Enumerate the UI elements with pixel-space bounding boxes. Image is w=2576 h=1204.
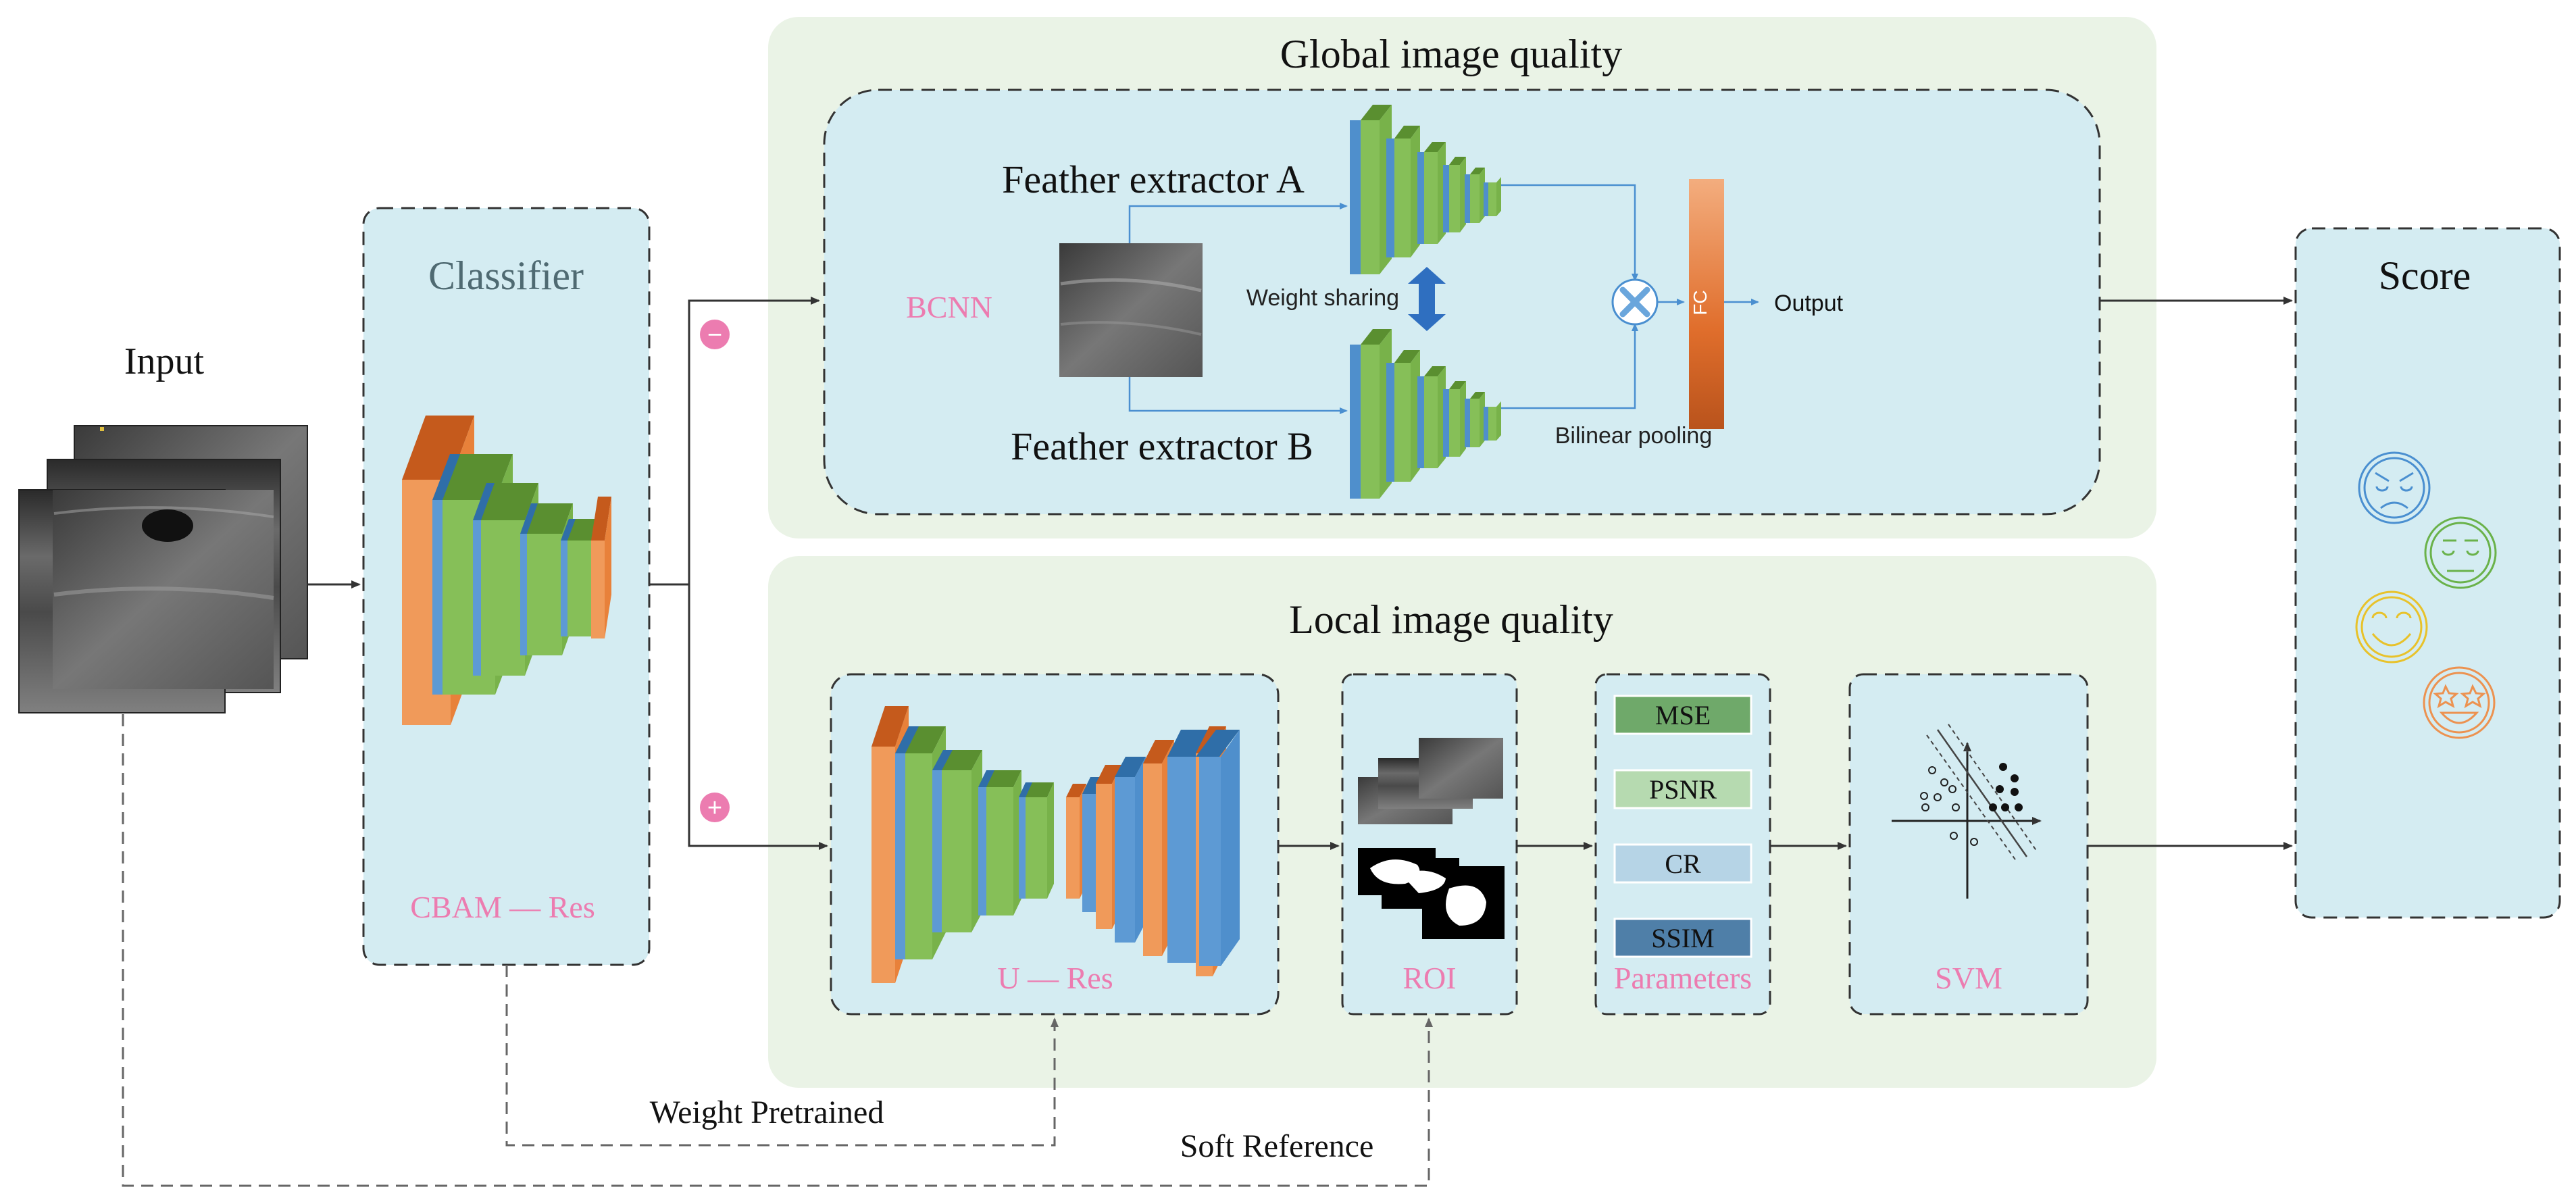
output-label: Output [1774,291,1844,316]
star-eyes-face-icon [2423,666,2496,739]
svm-box [1848,673,2089,1015]
parameters-label: Parameters [1614,961,1752,995]
param-cr-box [1613,843,1752,884]
unet-label: U — Res [997,961,1113,995]
param-cr-label: CR [1665,849,1701,879]
feature-extractor-b-label: Feather extractor B [1011,424,1313,468]
bilinear-multiply-icon [1611,278,1659,326]
roi-images [1358,738,1505,939]
param-mse-box [1613,695,1752,735]
svm-plot [1892,724,2042,899]
dashed-references [122,714,1433,1187]
param-psnr-label: PSNR [1649,774,1717,805]
classifier-model-label: CBAM — Res [410,890,595,924]
classifier-title: Classifier [428,253,584,298]
unet-network [872,706,1240,983]
fc-label: FC [1690,290,1711,315]
bcnn-connectors [1128,184,1759,414]
input-image-stack [18,425,308,713]
roi-label: ROI [1403,961,1456,995]
param-psnr-box [1613,769,1752,809]
bcnn-input-image [1059,243,1203,377]
bilinear-pooling-label: Bilinear pooling [1555,423,1713,449]
negative-branch-sign: − [707,321,722,349]
classifier-network [402,416,611,725]
smile-face-icon [2355,591,2428,663]
param-mse-label: MSE [1655,700,1711,730]
soft-reference-label: Soft Reference [1180,1128,1374,1164]
weight-sharing-label: Weight sharing [1246,285,1399,311]
param-ssim-label: SSIM [1651,923,1714,953]
weight-pretrained-label: Weight Pretrained [650,1095,884,1130]
param-ssim-box [1613,918,1752,958]
feature-extractor-a-label: Feather extractor A [1002,157,1305,201]
weight-sharing-arrow-icon [1408,267,1446,331]
bcnn-box [823,89,2101,516]
neutral-face-icon [2424,516,2497,589]
positive-branch-sign: + [707,794,722,822]
feature-extractor-b-network [1350,329,1501,499]
feature-extractor-a-network [1350,105,1501,274]
negative-branch-badge [700,320,730,349]
main-connectors [307,297,2293,850]
bcnn-label: BCNN [906,290,992,324]
score-box [2294,227,2561,919]
fc-layer [1689,179,1724,429]
positive-branch-badge [700,793,730,822]
global-quality-title: Global image quality [1280,32,1623,76]
score-title: Score [2379,253,2471,298]
angry-face-icon [2358,451,2431,524]
local-quality-title: Local image quality [1289,597,1613,642]
input-title: Input [124,341,205,382]
svm-label: SVM [1935,961,2002,995]
